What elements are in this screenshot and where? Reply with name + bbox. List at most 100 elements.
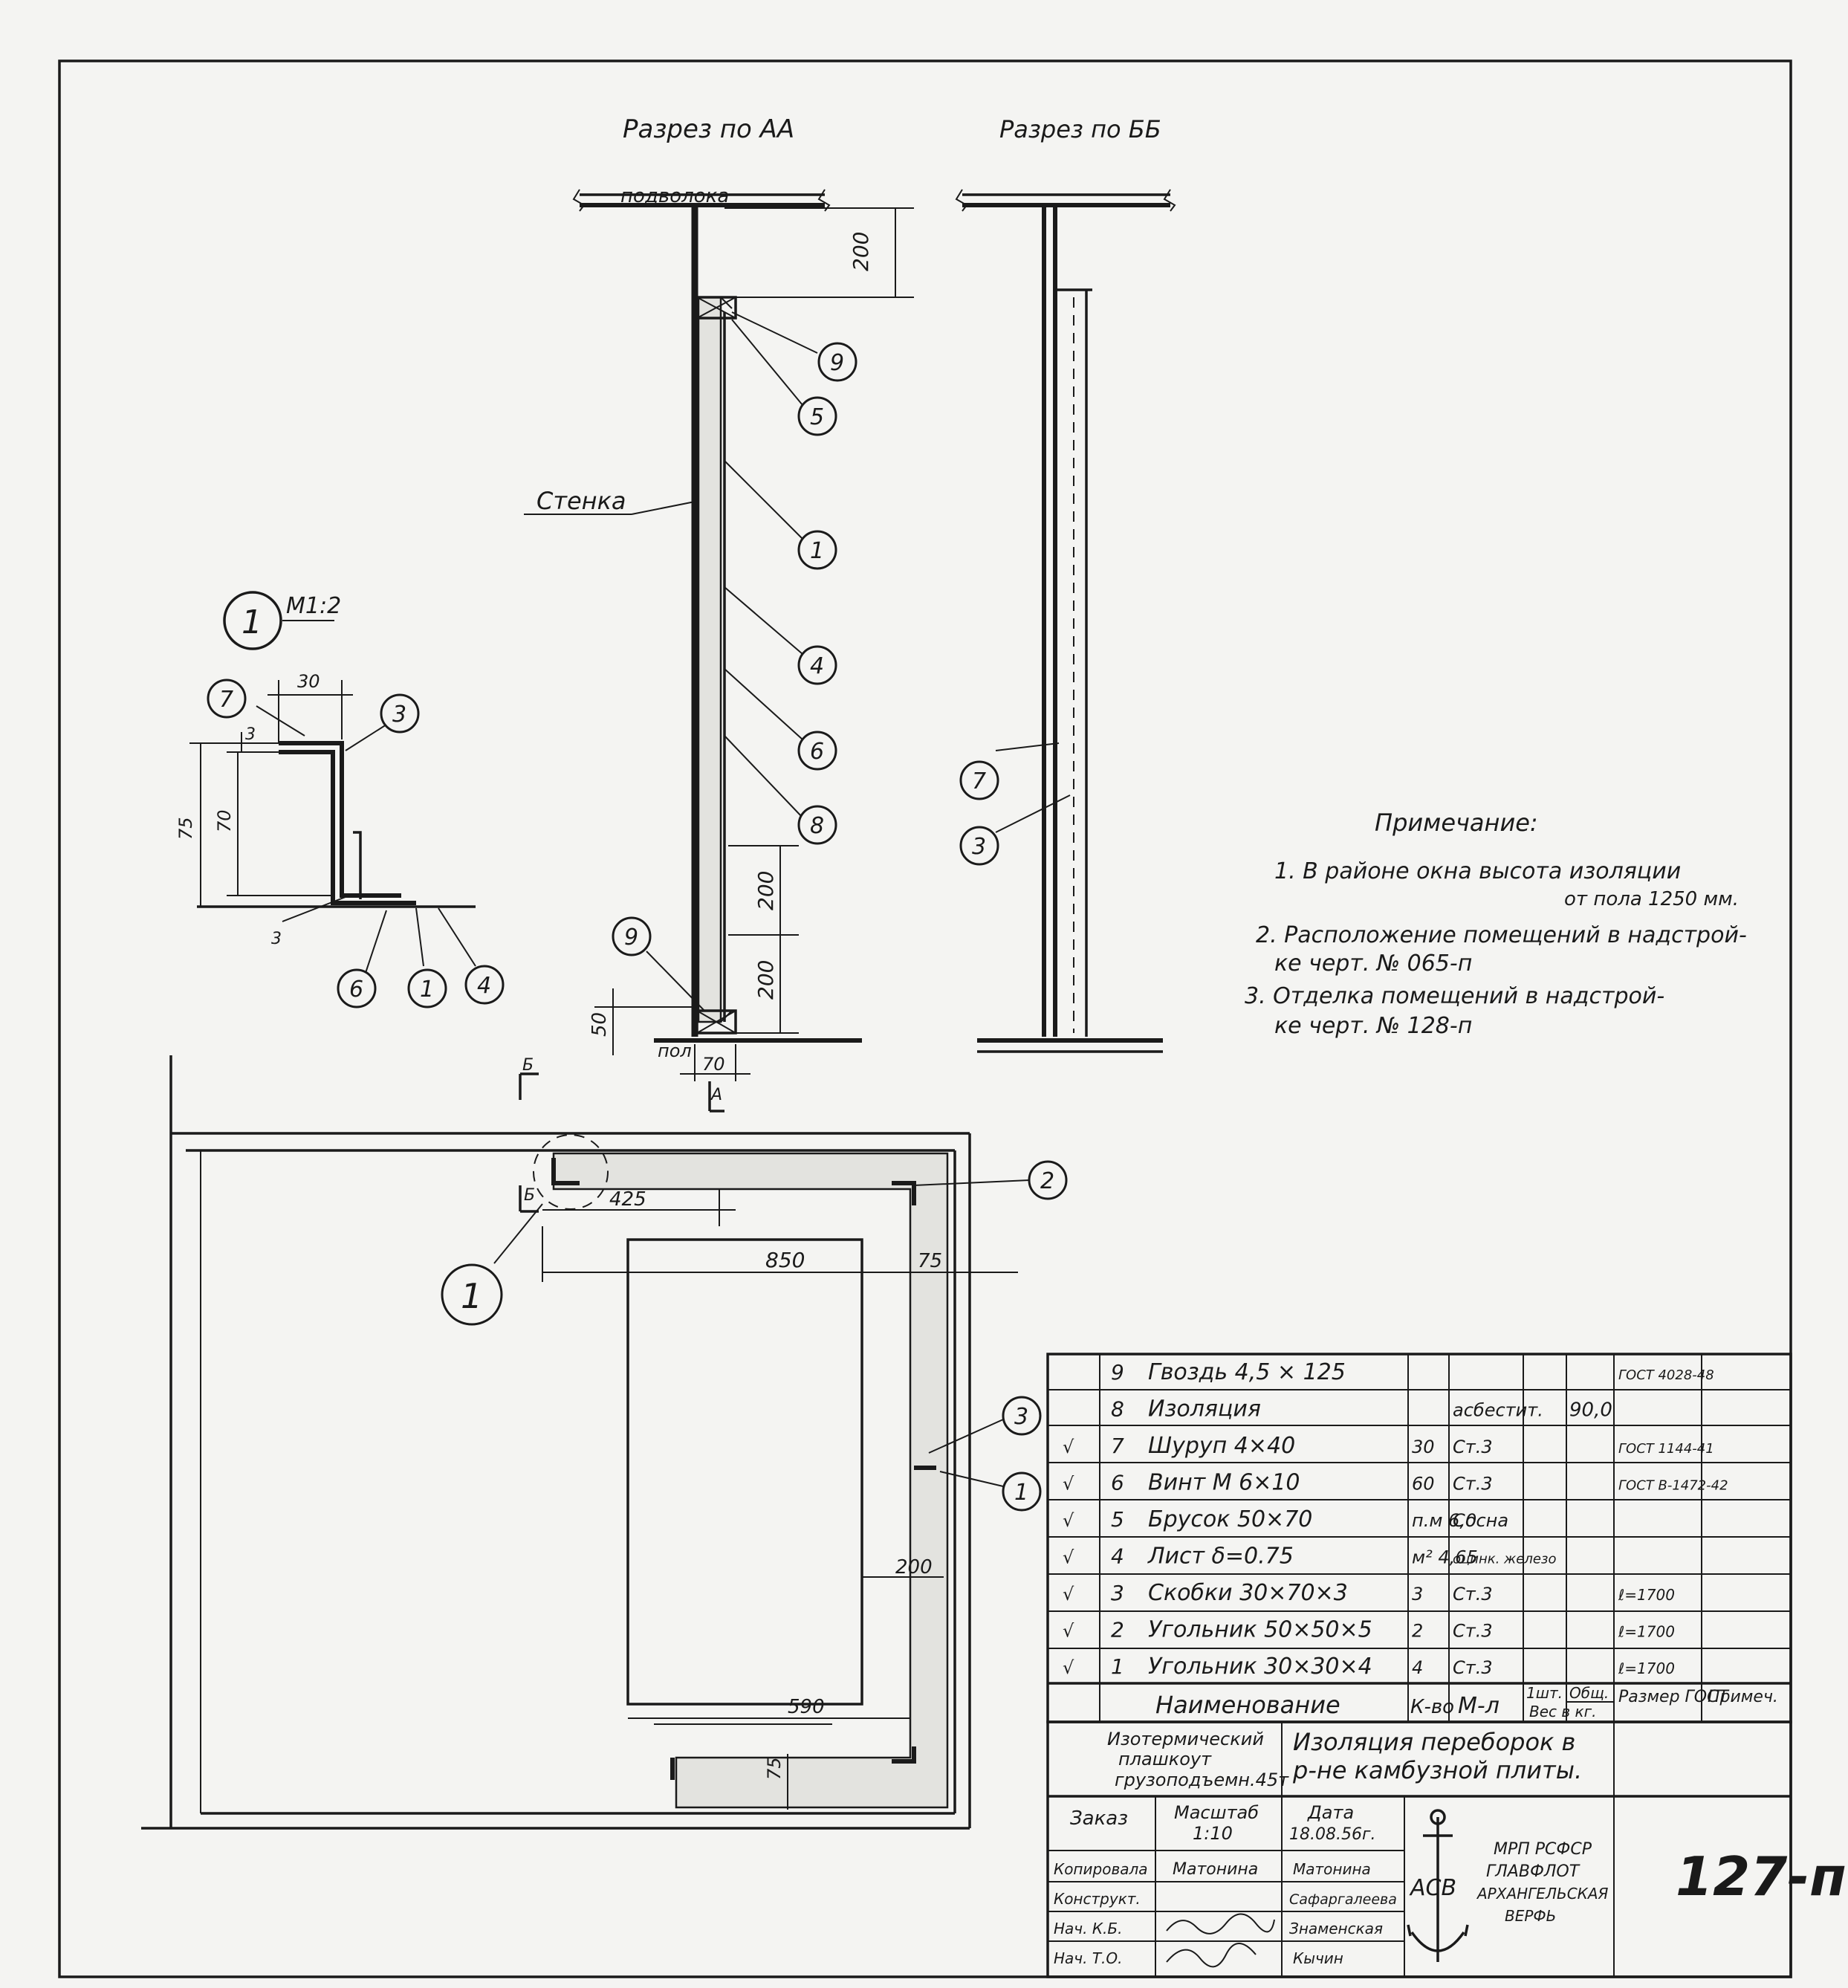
- aa-dim-bottom: 50: [589, 1012, 611, 1037]
- name-designer: Сафаргалеева: [1289, 1891, 1397, 1908]
- bom-cell-pos: 9: [1111, 1360, 1124, 1385]
- bom-cell-pos: 2: [1111, 1618, 1124, 1642]
- aa-callout-6: 6: [797, 731, 837, 771]
- scale-value: 1:10: [1193, 1823, 1233, 1844]
- svg-text:6: 6: [349, 977, 363, 1003]
- bom-header-weight: Вес в кг.: [1529, 1703, 1596, 1720]
- role-head-to: Нач. Т.О.: [1054, 1949, 1123, 1967]
- section-aa: Разрез по АА подволока пол 200 200: [524, 114, 914, 1113]
- role-designer: Конструкт.: [1054, 1890, 1141, 1908]
- date-label: Дата: [1307, 1802, 1354, 1823]
- logo-text: АСВ: [1409, 1875, 1456, 1901]
- aa-callout-4: 4: [797, 645, 837, 685]
- detail-dim-top: 3: [245, 725, 256, 744]
- role-copied: Копировала: [1054, 1860, 1148, 1878]
- signature-scribble-2: [1166, 1943, 1257, 1968]
- org-line2: ГЛАВФЛОТ: [1486, 1862, 1580, 1881]
- anchor-logo: АСВ: [1407, 1809, 1469, 1962]
- bom-header-name: Наименование: [1155, 1691, 1340, 1719]
- org-line1: МРП РСФСР: [1494, 1840, 1592, 1859]
- cut-mark-a: А: [710, 1086, 722, 1104]
- svg-text:1: 1: [1014, 1480, 1028, 1506]
- wall-label: Стенка: [536, 487, 626, 515]
- svg-text:1: 1: [461, 1276, 482, 1316]
- detail-scale: М1:2: [286, 593, 341, 619]
- svg-text:2: 2: [1040, 1168, 1054, 1194]
- plan-callout-3: 1: [1002, 1471, 1042, 1512]
- note-2-line2: ке черт. № 065-п: [1274, 951, 1472, 977]
- plan-callout-1-detail: 1: [441, 1263, 503, 1326]
- plan-dim-590: 590: [788, 1696, 825, 1718]
- bom-cell-std: ℓ=1700: [1618, 1623, 1675, 1641]
- name-copied: Матонина: [1293, 1860, 1371, 1878]
- bom-header-unit: 1шт.: [1526, 1684, 1563, 1702]
- plan-dim-200: 200: [895, 1556, 933, 1579]
- bom-header: Наименование К-во М-л 1шт. Общ. Вес в кг…: [1155, 1684, 1778, 1720]
- bom-cell-name: Гвоздь 4,5 × 125: [1148, 1359, 1346, 1385]
- bom-cell-mat: Ст.3: [1453, 1584, 1493, 1605]
- bom-header-note: Примеч.: [1708, 1688, 1778, 1706]
- bom-cell-pos: 4: [1111, 1544, 1124, 1569]
- svg-text:3: 3: [1014, 1404, 1028, 1430]
- aa-callout-8: 8: [797, 805, 837, 845]
- object-line2: плашкоут: [1118, 1749, 1212, 1770]
- bom-cell-std: ℓ=1700: [1618, 1586, 1675, 1604]
- bom-cell-qty: 30: [1412, 1437, 1435, 1457]
- title-block: Изотермический плашкоут грузоподъемн.45т…: [1046, 1720, 1847, 1978]
- bom-cell-pos: 1: [1111, 1654, 1124, 1679]
- signature-copied: Матонина: [1173, 1860, 1258, 1879]
- detail-callout-7: 7: [207, 679, 247, 719]
- bom-cell-qty: п.м 6,0: [1412, 1510, 1476, 1531]
- svg-text:9: 9: [830, 350, 844, 376]
- name-head-kb: Знаменская: [1289, 1920, 1383, 1937]
- bom-cell-mat: Ст.3: [1453, 1657, 1493, 1678]
- bom-cell-qty: 3: [1412, 1584, 1423, 1605]
- bom-cell-name: Лист δ=0.75: [1147, 1544, 1294, 1570]
- detail-number: 1: [241, 603, 262, 641]
- note-3-line2: ке черт. № 128-п: [1274, 1013, 1472, 1039]
- bom-cell-check: √: [1063, 1510, 1074, 1531]
- bb-callout-3: 3: [959, 826, 999, 866]
- svg-text:4: 4: [810, 653, 824, 679]
- bom-cell-mat: оцинк. железо: [1453, 1552, 1557, 1567]
- detail-1: 1 М1:2 30 3 75 70 3 7: [175, 591, 505, 1008]
- bom-cell-pos: 5: [1111, 1507, 1124, 1532]
- sheet-frame: [58, 59, 1792, 1978]
- bom-table: [1046, 1353, 1792, 1723]
- org-line4: ВЕРФЬ: [1505, 1907, 1556, 1925]
- bom-cell-total_w: 90,0: [1569, 1399, 1612, 1422]
- floor-label: пол: [658, 1040, 692, 1061]
- aa-callout-9-top: 9: [817, 342, 857, 382]
- bom-header-qty: К-во: [1410, 1696, 1454, 1718]
- object-line1: Изотермический: [1107, 1729, 1264, 1749]
- plan-insulation: [552, 1152, 949, 1809]
- bom-cell-qty: 2: [1412, 1621, 1423, 1642]
- drawing-title-line1: Изоляция переборок в: [1293, 1728, 1575, 1756]
- section-bb: Разрез по ББ 7 3: [955, 115, 1176, 1053]
- detail-callout-1: 1: [407, 968, 447, 1008]
- order-label: Заказ: [1070, 1807, 1128, 1830]
- bom-cell-name: Шуруп 4×40: [1148, 1433, 1295, 1459]
- svg-text:4: 4: [477, 973, 491, 999]
- drawing-number: 127-п: [1676, 1845, 1847, 1908]
- aa-callout-5: 5: [797, 396, 837, 436]
- bom-row-9: 9 Гвоздь 4,5 × 125 ГОСТ 4028-48: [1111, 1359, 1714, 1385]
- bom-header-mat: М-л: [1458, 1693, 1500, 1719]
- aa-dim-mid1: 200: [753, 871, 778, 910]
- bom-cell-check: √: [1063, 1547, 1074, 1568]
- bom-cell-check: √: [1063, 1621, 1074, 1642]
- svg-text:3: 3: [972, 834, 986, 860]
- plan-dim-75b: 75: [764, 1757, 785, 1780]
- aa-dim-top: 200: [849, 232, 873, 271]
- bom-cell-std: ГОСТ 4028-48: [1618, 1367, 1714, 1383]
- svg-text:9: 9: [624, 925, 638, 951]
- detail-dim-inner: 70: [214, 809, 235, 832]
